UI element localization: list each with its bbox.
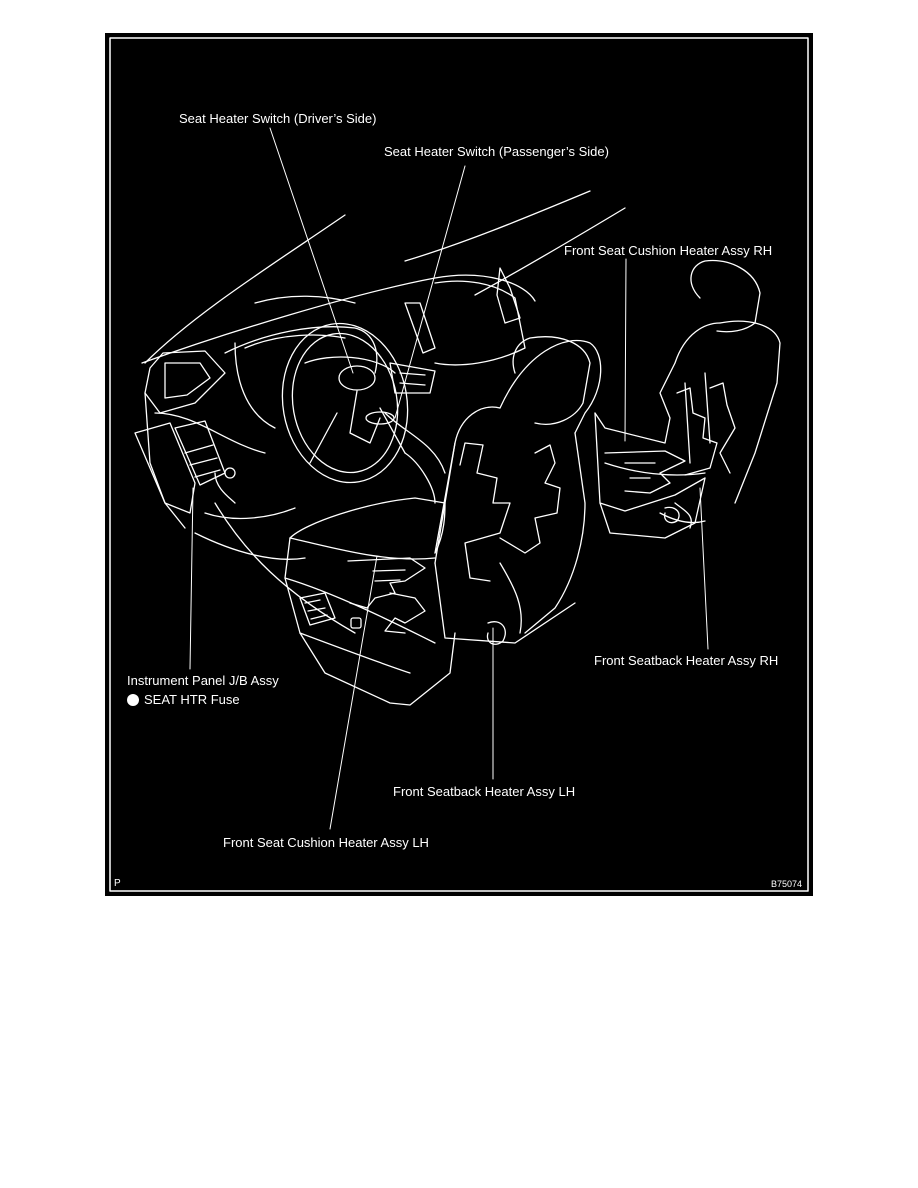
label-seat-heater-switch-passenger: Seat Heater Switch (Passenger’s Side) (384, 144, 609, 159)
steering-wheel-drawing (281, 322, 409, 484)
label-seatback-heater-rh: Front Seatback Heater Assy RH (594, 653, 779, 668)
seat-rh-drawing (594, 259, 781, 539)
leader-lines (189, 127, 709, 830)
label-instrument-panel-jb: Instrument Panel J/B Assy (127, 673, 279, 688)
label-cushion-heater-rh: Front Seat Cushion Heater Assy RH (564, 243, 773, 258)
corner-letter: P (114, 878, 121, 889)
fuse-text: SEAT HTR Fuse (144, 692, 240, 707)
label-seat-heater-switch-driver: Seat Heater Switch (Driver’s Side) (179, 111, 377, 126)
label-seatback-heater-lh: Front Seatback Heater Assy LH (393, 784, 576, 799)
label-seat-htr-fuse: SEAT HTR Fuse (127, 692, 240, 708)
label-cushion-heater-lh: Front Seat Cushion Heater Assy LH (223, 835, 429, 850)
seat-heater-illustration (109, 37, 809, 892)
inner-border (109, 37, 809, 892)
diagram-frame: Seat Heater Switch (Driver’s Side) Seat … (105, 33, 813, 896)
figure-id: B75074 (771, 879, 803, 889)
seat-lh-drawing (284, 336, 602, 706)
fuse-dot-icon (127, 694, 139, 706)
